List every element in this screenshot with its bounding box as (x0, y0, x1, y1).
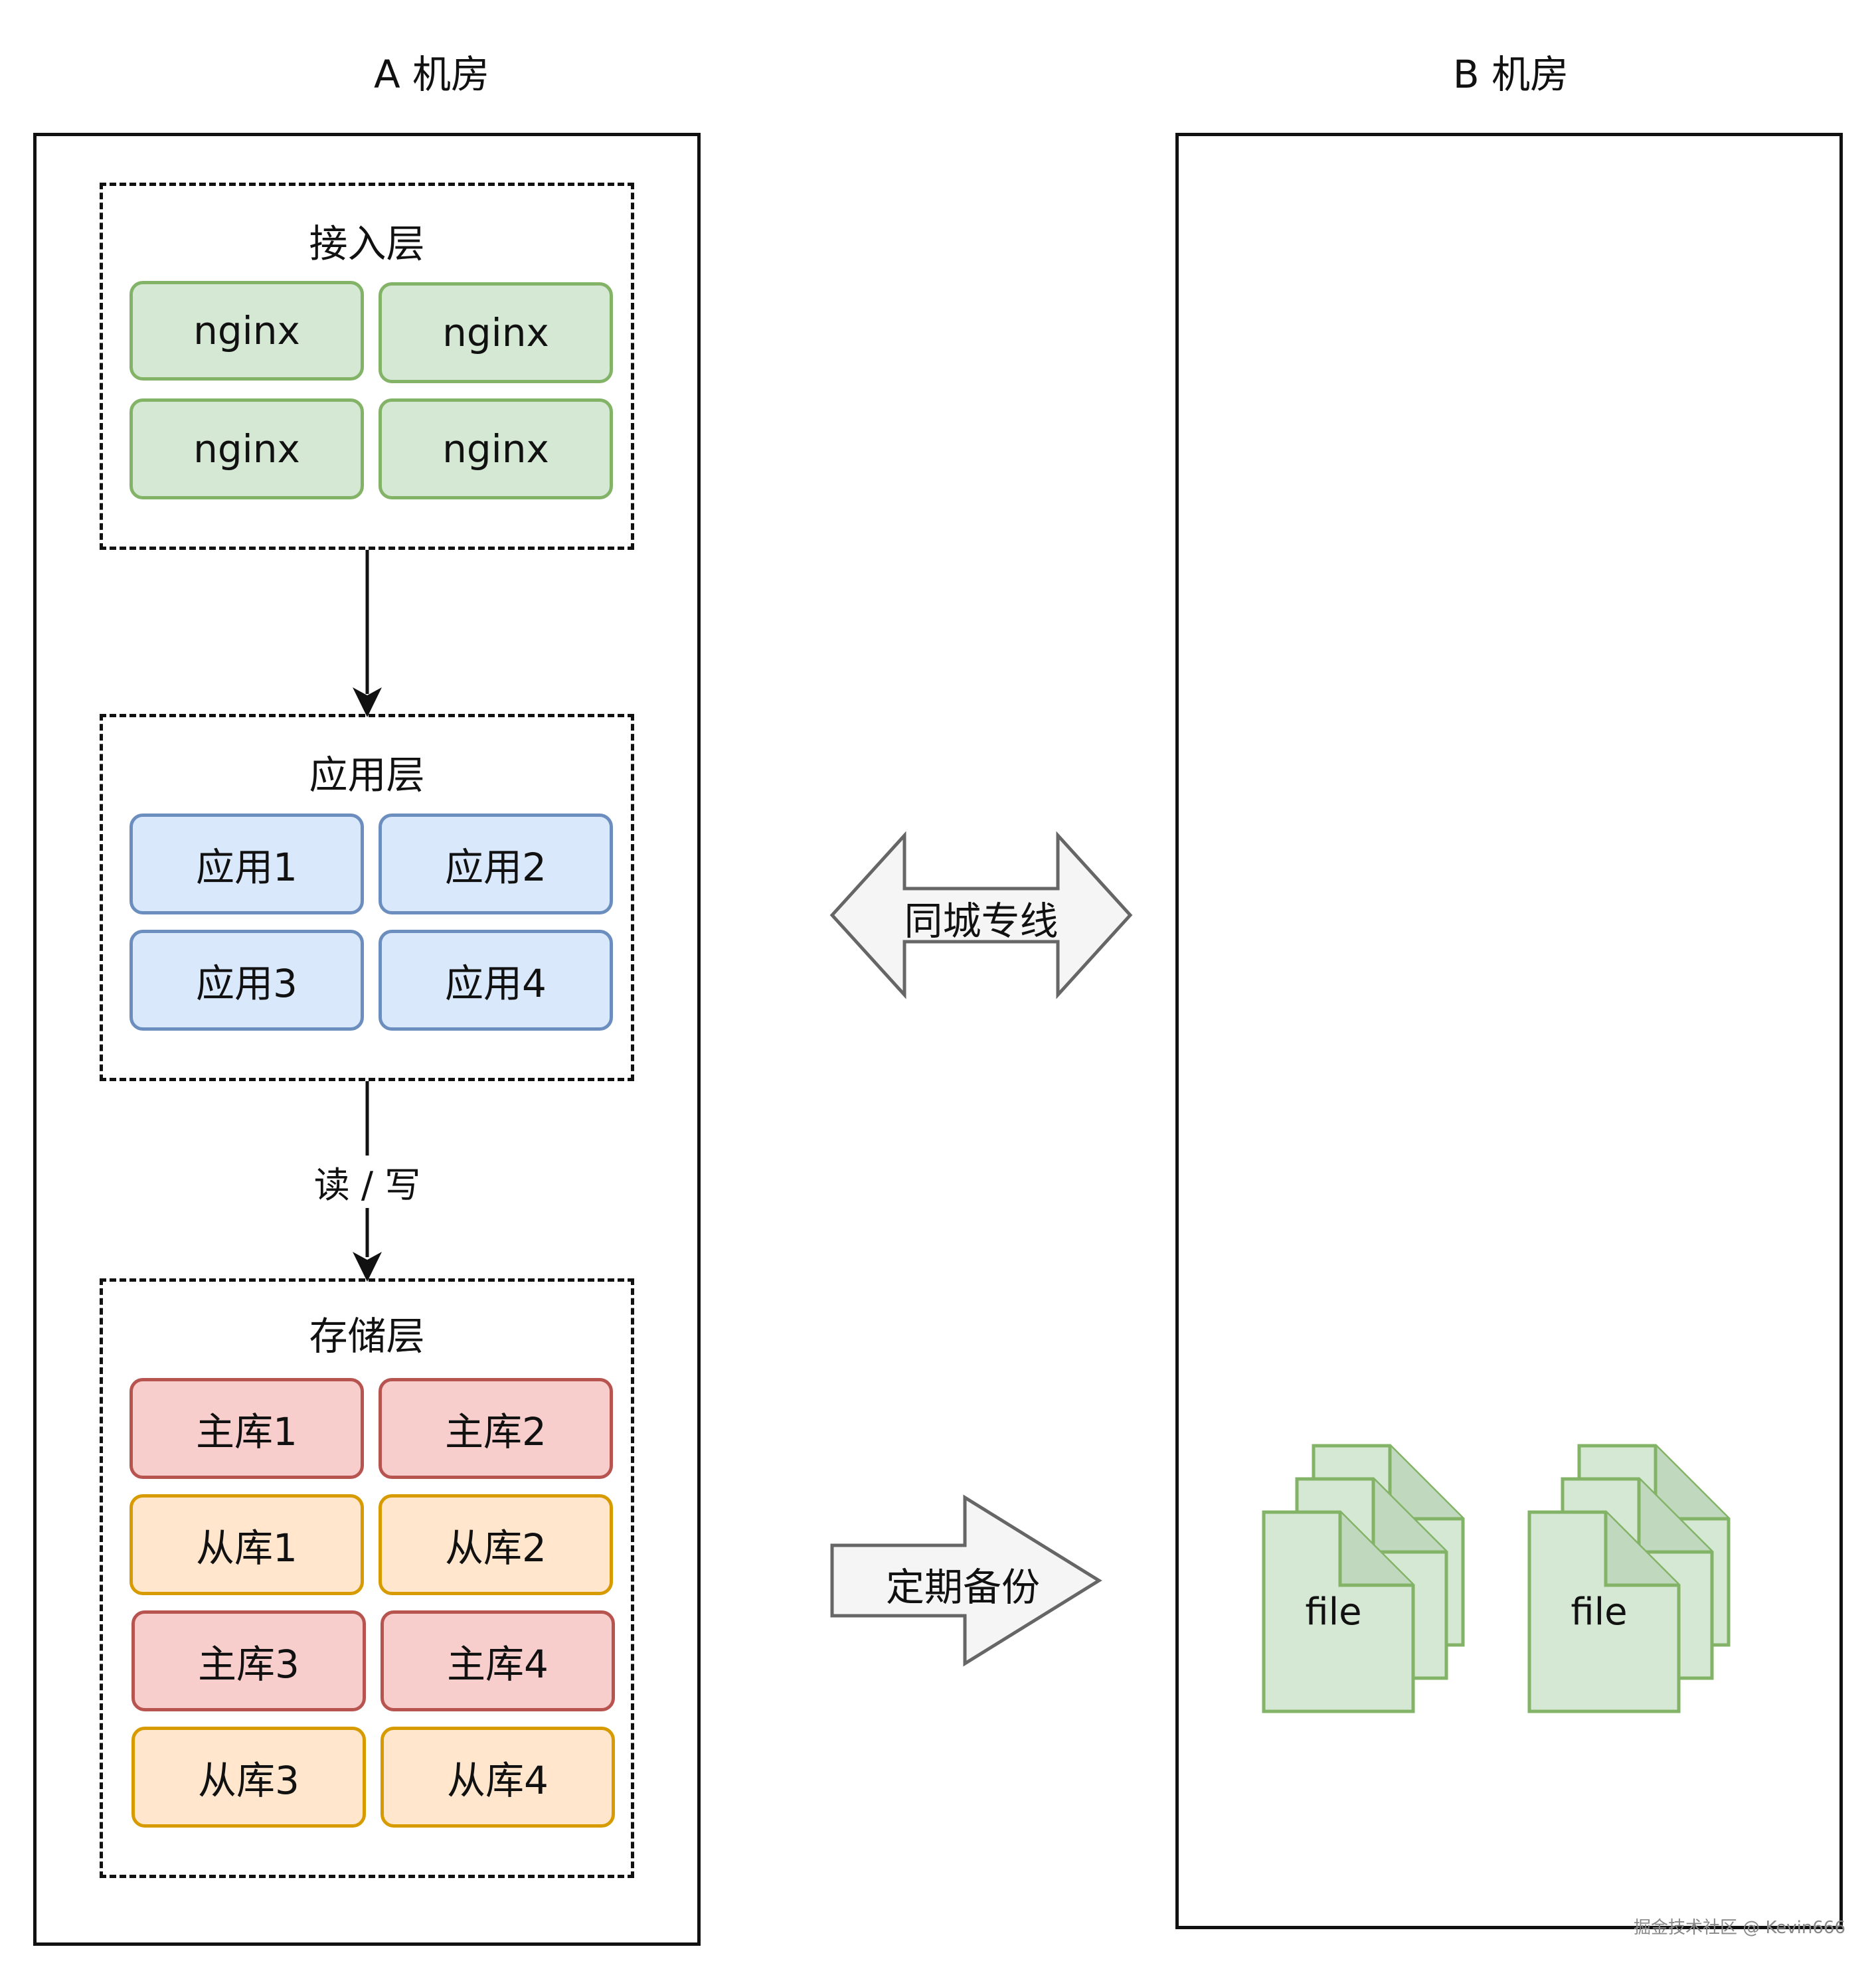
access-to-app-arrowhead (353, 687, 382, 717)
file-label-1: file (1305, 1591, 1362, 1634)
app-node-3: 应用3 (129, 930, 364, 1031)
access-layer-title: 接入层 (309, 221, 425, 266)
nginx-node-3: nginx (129, 398, 364, 499)
nginx-node-4: nginx (379, 398, 613, 499)
slave-db-2: 从库2 (379, 1494, 613, 1595)
storage-layer-title: 存储层 (309, 1314, 425, 1359)
app-layer: 应用层 (100, 714, 634, 1081)
slave-db-4: 从库4 (381, 1727, 615, 1828)
backup-arrow (830, 1494, 1102, 1667)
app-to-storage-arrowhead (353, 1252, 382, 1282)
app-node-1: 应用1 (129, 814, 364, 914)
file-stack-1 (1262, 1444, 1465, 1713)
access-layer: 接入层 (100, 183, 634, 550)
app-layer-title: 应用层 (309, 752, 425, 798)
master-db-2: 主库2 (379, 1378, 613, 1479)
read-write-label: 读 / 写 (301, 1156, 434, 1208)
watermark: 掘金技术社区 @ Kevin666 (1634, 1918, 1845, 1938)
dedicated-line-arrow (829, 831, 1133, 999)
storage-layer: 存储层 (100, 1278, 634, 1878)
dedicated-line-label: 同城专线 (904, 899, 1059, 944)
nginx-node-1: nginx (129, 281, 364, 381)
file-stack-2 (1527, 1444, 1731, 1713)
nginx-node-2: nginx (379, 282, 613, 383)
master-db-1: 主库1 (129, 1378, 364, 1479)
master-db-3: 主库3 (131, 1610, 366, 1711)
app-node-4: 应用4 (379, 930, 613, 1031)
room-b-title: B 机房 (1452, 52, 1569, 97)
room-a-title: A 机房 (373, 52, 490, 97)
file-label-2: file (1571, 1591, 1628, 1634)
slave-db-1: 从库1 (129, 1494, 364, 1595)
slave-db-3: 从库3 (131, 1727, 366, 1828)
app-node-2: 应用2 (379, 814, 613, 914)
backup-label: 定期备份 (885, 1565, 1040, 1610)
master-db-4: 主库4 (381, 1610, 615, 1711)
